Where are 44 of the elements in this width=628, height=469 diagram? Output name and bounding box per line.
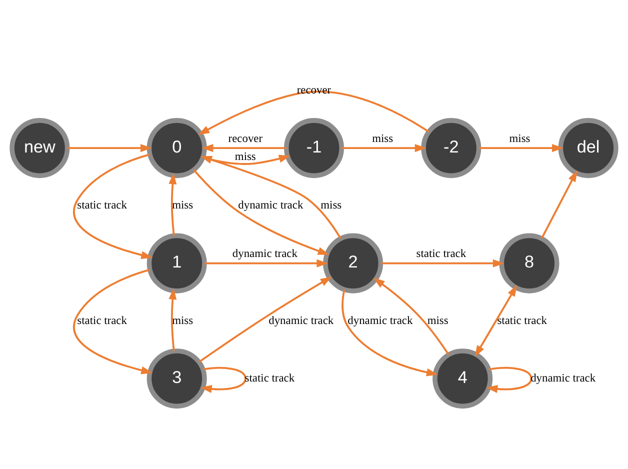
arrow	[540, 170, 578, 239]
arrow	[200, 366, 246, 393]
edge-label: static track	[77, 314, 127, 327]
node-circle: 8	[499, 233, 560, 294]
edge-label: recover	[228, 132, 263, 145]
edge-label: static track	[416, 248, 466, 260]
arrow	[193, 169, 330, 255]
arrow	[202, 144, 286, 152]
arrow	[68, 144, 152, 152]
edge-label: dynamic track	[268, 314, 334, 327]
arrow	[204, 259, 328, 268]
edge-label: dynamic track	[348, 314, 413, 327]
node-circle: new	[10, 118, 70, 178]
arrow	[73, 268, 153, 374]
edge-label: miss	[234, 151, 256, 164]
arrow	[168, 172, 177, 236]
edge-label: miss	[372, 132, 394, 145]
node-circle: 3	[146, 348, 207, 409]
edge-label: miss	[427, 314, 448, 327]
arrow	[478, 144, 564, 152]
node-circle: 1	[146, 233, 207, 294]
arrow	[73, 154, 153, 259]
arrow	[168, 288, 177, 352]
arrow	[198, 276, 332, 363]
arrow	[342, 289, 438, 376]
node-circle: 4	[432, 348, 493, 409]
edge-label: miss	[320, 200, 342, 212]
arrow	[198, 90, 430, 136]
arrow	[486, 366, 532, 393]
arrow	[342, 144, 426, 152]
arrow	[200, 156, 342, 239]
node-circle: 0	[146, 118, 207, 178]
node-circle: 2	[323, 233, 384, 294]
arrow	[373, 278, 450, 356]
arrow	[474, 285, 518, 357]
edge-label: dynamic track	[232, 248, 298, 260]
node-circle: -1	[284, 118, 344, 178]
edge-label: static track	[497, 314, 548, 327]
edge-label: dynamic track	[238, 200, 304, 212]
node-circle: del	[558, 118, 618, 178]
node-circle: -2	[421, 118, 482, 178]
arrow	[380, 259, 504, 268]
edge-label: miss	[509, 132, 530, 145]
edge-label: static track	[77, 200, 127, 212]
